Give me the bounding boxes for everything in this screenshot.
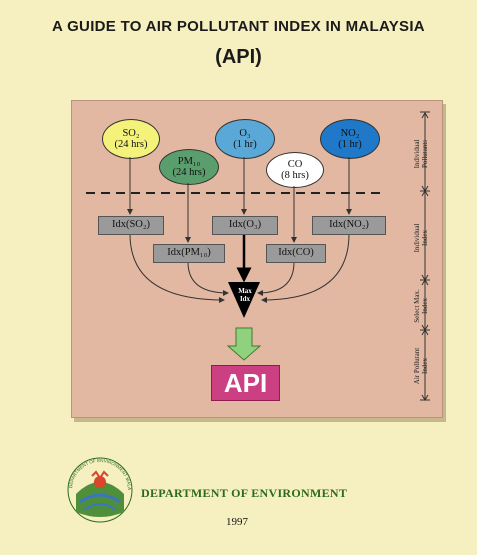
pollutant-period: (1 hr) [233, 139, 257, 150]
pollutant-no2: NO₂ (1 hr) [320, 119, 380, 159]
logo-arc-text: DEPARTMENT OF ENVIRONMENT MALAYSIA [0, 0, 132, 490]
pollutant-name: CO [287, 159, 303, 170]
pollutant-period: (24 hrs) [114, 139, 148, 150]
curve-so2 [129, 233, 225, 303]
department-name: DEPARTMENT OF ENVIRONMENT [141, 486, 348, 500]
max-idx-triangle [228, 282, 260, 318]
pollutant-pm10: PM₁₀ (24 hrs) [159, 149, 219, 185]
green-down-arrow [226, 327, 262, 361]
index-so2: Idx(SO₂) [98, 216, 164, 235]
publication-year: 1997 [226, 516, 248, 528]
title-line-2: (API) [215, 46, 262, 68]
pollutant-period: (8 hrs) [281, 170, 309, 181]
curve-no2 [261, 233, 350, 303]
api-box: API [211, 365, 280, 401]
pollutant-name: SO₂ [122, 128, 140, 139]
index-o3: Idx(O₃) [212, 216, 278, 235]
pollutant-name: NO₂ [340, 128, 360, 139]
svg-text:DEPARTMENT OF ENVIRONMENT MALA: DEPARTMENT OF ENVIRONMENT MALAYSIA [0, 0, 132, 490]
pollutant-o3: O₃ (1 hr) [215, 119, 275, 159]
pollutant-co: CO (8 hrs) [266, 152, 324, 188]
title-line-1: A GUIDE TO AIR POLLUTANT INDEX IN MALAYS… [52, 18, 425, 35]
pollutant-period: (24 hrs) [172, 167, 206, 178]
pollutant-name: O₃ [239, 128, 251, 139]
pollutant-period: (1 hr) [338, 139, 362, 150]
pollutant-so2: SO₂ (24 hrs) [102, 119, 160, 159]
max-idx-label: Max Idx [238, 287, 252, 303]
pollutant-name: PM₁₀ [177, 156, 201, 167]
curve-co [257, 261, 295, 296]
curve-pm10 [187, 261, 229, 296]
index-co: Idx(CO) [266, 244, 326, 263]
index-pm10: Idx(PM₁₀) [153, 244, 225, 263]
index-no2: Idx(NO₂) [312, 216, 386, 235]
